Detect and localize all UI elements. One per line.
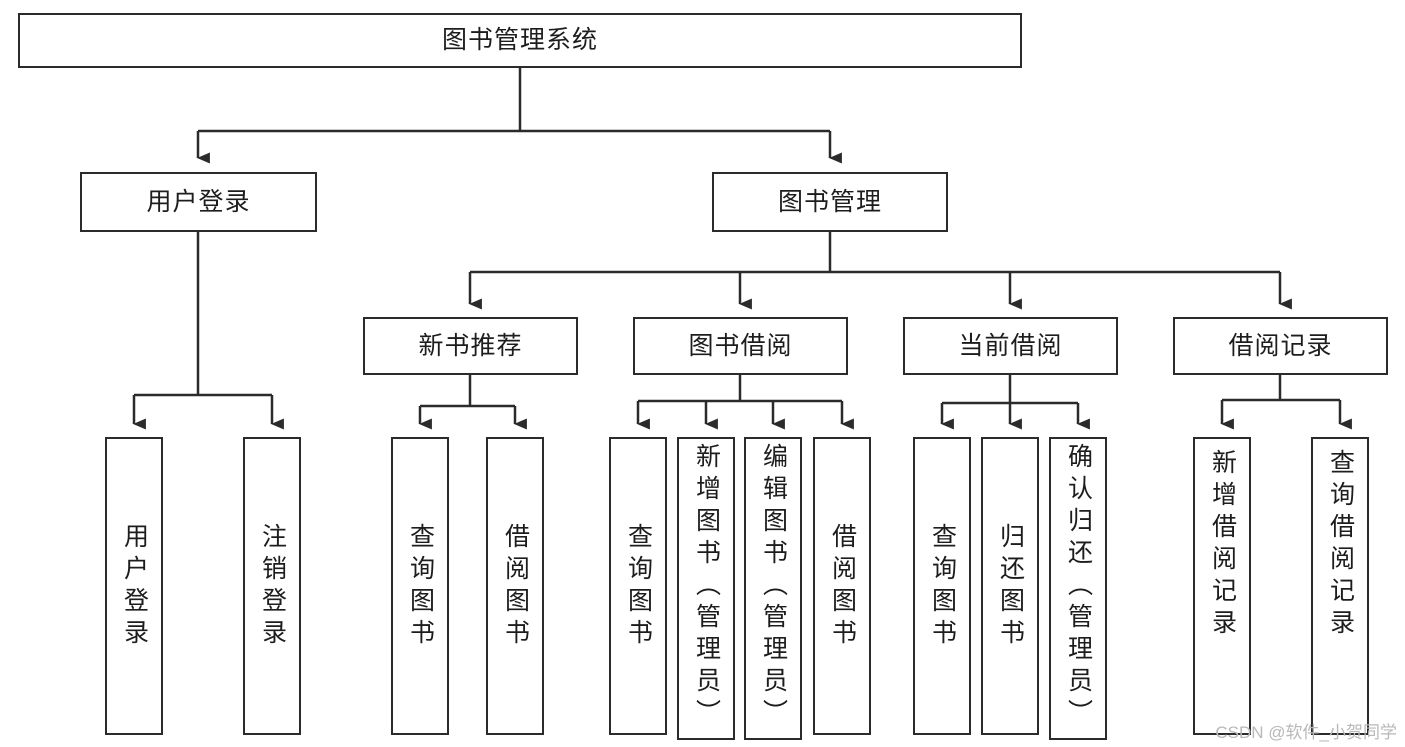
leaf-add-book-admin[interactable]: 新增图书（管理员） [677,437,735,740]
node-root-book-management-system[interactable]: 图书管理系统 [18,13,1022,68]
node-label: 确认归还（管理员） [1064,443,1093,731]
node-label: 查询图书 [406,523,435,651]
node-label: 归还图书 [996,523,1025,651]
leaf-logout-login[interactable]: 注销登录 [243,437,301,735]
node-label: 新书推荐 [418,331,523,360]
node-label: 借阅图书 [828,523,857,651]
leaf-query-book-current[interactable]: 查询图书 [913,437,971,735]
node-label: 图书管理系统 [441,26,598,54]
leaf-query-book-recommend[interactable]: 查询图书 [391,437,449,735]
node-label: 新增借阅记录 [1208,449,1237,641]
node-borrow-record[interactable]: 借阅记录 [1173,317,1388,375]
leaf-confirm-return-admin[interactable]: 确认归还（管理员） [1049,437,1107,740]
node-label: 编辑图书（管理员） [759,443,788,731]
node-label: 查询借阅记录 [1326,449,1355,641]
leaf-query-book-borrow[interactable]: 查询图书 [609,437,667,735]
leaf-user-login[interactable]: 用户登录 [105,437,163,735]
leaf-query-borrow-record[interactable]: 查询借阅记录 [1311,437,1369,735]
node-label: 借阅图书 [501,523,530,651]
node-book-management[interactable]: 图书管理 [712,172,948,232]
leaf-add-borrow-record[interactable]: 新增借阅记录 [1193,437,1251,735]
node-label: 借阅记录 [1228,331,1333,360]
node-label: 图书管理 [777,187,882,216]
leaf-borrow-book-recommend[interactable]: 借阅图书 [486,437,544,735]
leaf-edit-book-admin[interactable]: 编辑图书（管理员） [744,437,802,740]
node-book-borrow[interactable]: 图书借阅 [633,317,848,375]
node-label: 新增图书（管理员） [692,443,721,731]
node-new-book-recommend[interactable]: 新书推荐 [363,317,578,375]
node-label: 查询图书 [928,523,957,651]
node-label: 查询图书 [624,523,653,651]
leaf-return-book[interactable]: 归还图书 [981,437,1039,735]
node-label: 图书借阅 [688,331,793,360]
node-label: 当前借阅 [958,331,1063,360]
node-label: 用户登录 [146,187,251,216]
node-label: 用户登录 [120,523,149,651]
watermark: CSDN @软件_小贺同学 [1215,723,1397,742]
node-user-login[interactable]: 用户登录 [80,172,317,232]
leaf-borrow-book[interactable]: 借阅图书 [813,437,871,735]
node-label: 注销登录 [258,523,287,651]
node-current-borrow[interactable]: 当前借阅 [903,317,1118,375]
